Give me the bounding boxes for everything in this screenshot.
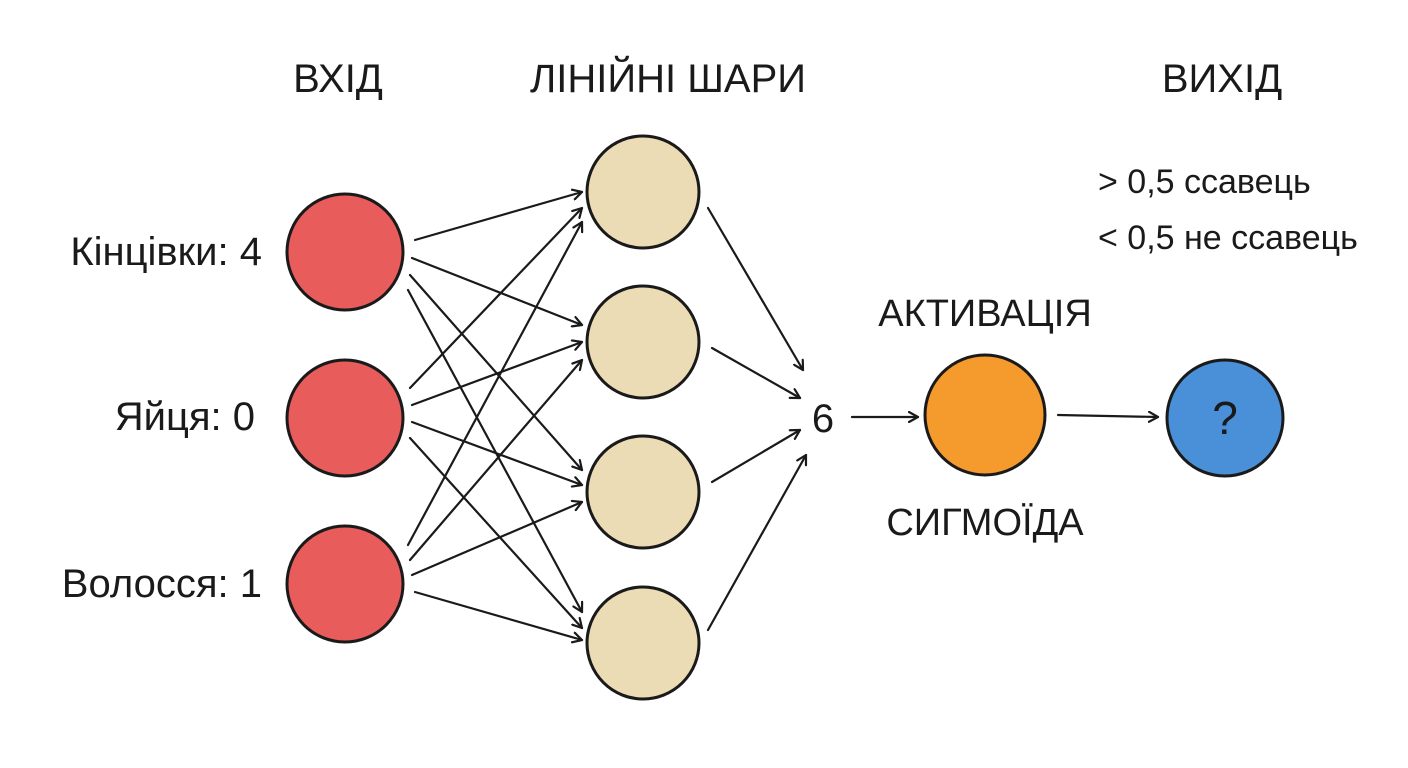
activation-node	[923, 353, 1047, 477]
output-node	[1165, 358, 1285, 478]
edge-input1-hidden4	[406, 288, 582, 614]
edge-input1-hidden1	[413, 192, 584, 242]
activation-function-label: СИГМОЇДА	[886, 502, 1084, 544]
edge-hidden2-sum	[710, 346, 802, 400]
edge-input1-hidden3	[408, 273, 584, 472]
edge-input2-hidden3	[410, 420, 584, 485]
edge-hidden1-sum	[706, 206, 805, 372]
output-question-mark: ?	[1212, 392, 1238, 444]
input-nodes	[285, 192, 405, 644]
activation-title: АКТИВАЦІЯ	[878, 293, 1092, 335]
input-to-hidden-edges	[406, 192, 584, 640]
input-node-eggs	[285, 358, 405, 478]
input-node-hair	[285, 524, 405, 644]
edge-activation-output	[1056, 415, 1160, 417]
input-label-limbs: Кінцівки: 4	[70, 230, 262, 274]
sum-value: 6	[812, 397, 834, 441]
input-node-limbs	[285, 192, 405, 312]
edge-input2-hidden1	[408, 206, 584, 390]
hidden-node-4	[585, 585, 701, 701]
hidden-node-3	[585, 434, 701, 550]
edge-input3-hidden1	[406, 220, 582, 547]
hidden-node-2	[585, 284, 701, 400]
edge-input3-hidden4	[413, 590, 584, 640]
edge-input2-hidden2	[410, 342, 584, 407]
hidden-nodes	[585, 134, 701, 701]
edge-input2-hidden4	[408, 436, 584, 630]
hidden-node-1	[585, 134, 701, 250]
header-linear-layers: ЛІНІЙНІ ШАРИ	[530, 55, 806, 101]
rule-below-threshold: < 0,5 не ссавець	[1098, 219, 1358, 257]
edge-hidden3-sum	[710, 428, 802, 484]
header-input: ВХІД	[293, 57, 383, 101]
input-label-hair: Волосся: 1	[62, 562, 262, 606]
hidden-to-sum-edges	[706, 206, 808, 632]
edge-input3-hidden3	[410, 502, 584, 577]
edge-input1-hidden2	[410, 256, 584, 325]
input-label-eggs: Яйця: 0	[115, 395, 255, 439]
edge-hidden4-sum	[706, 453, 808, 632]
rule-above-threshold: > 0,5 ссавець	[1098, 163, 1311, 201]
edge-input3-hidden2	[408, 358, 584, 562]
header-output: ВИХІД	[1162, 57, 1282, 101]
